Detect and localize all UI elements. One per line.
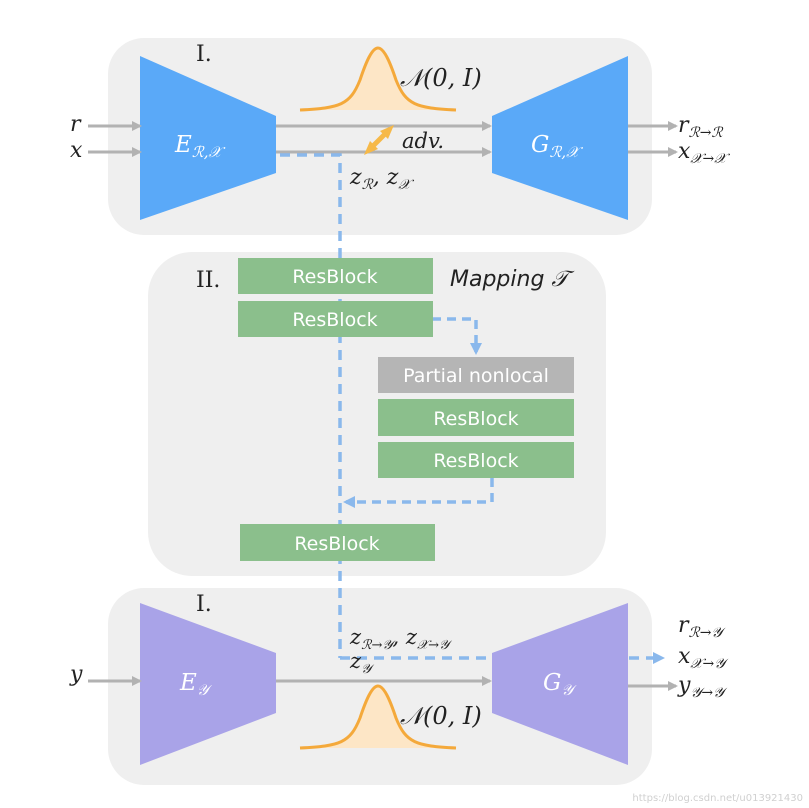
resblock-1 (238, 258, 433, 294)
watermark: https://blog.csdn.net/u013921430 (632, 793, 803, 804)
partial-nonlocal-label: Partial nonlocal (403, 365, 549, 387)
resblock-3 (378, 399, 574, 436)
output-r-r-label: rℛ→ℛ (678, 113, 723, 141)
normal-curve-top (299, 46, 457, 112)
output-r-y-label: rℛ→𝒴 (678, 613, 726, 641)
encoder-y (140, 603, 276, 765)
panel-bottom-label: I. (196, 592, 212, 617)
adv-label: adv. (402, 129, 444, 153)
generator-y (492, 603, 628, 765)
partial-nonlocal-block (378, 357, 574, 393)
resblock-2-label: ResBlock (292, 309, 377, 331)
dashed-flow-branch-out (432, 317, 482, 355)
panel-middle-label: II. (196, 268, 220, 293)
generator-r-x (492, 56, 628, 220)
input-x-label: x (70, 138, 83, 163)
resblock-5 (240, 524, 435, 561)
normal-curve-bottom (299, 684, 457, 750)
panel-top-label: I. (196, 42, 212, 67)
dashed-flow-main (280, 153, 342, 658)
resblock-1-label: ResBlock (292, 266, 377, 288)
resblock-5-label: ResBlock (294, 533, 379, 555)
mapped-latent-label: zℛ→𝒴, z𝒳→𝒴 (349, 625, 453, 653)
resblock-2 (238, 301, 433, 337)
normal-curve-top-fill (300, 48, 456, 110)
output-y-y-label: y𝒴→𝒴 (677, 673, 728, 701)
output-x-y-label: x𝒳→𝒴 (678, 644, 729, 672)
adv-arrow-icon (364, 125, 394, 155)
generator-r-x-label: Gℛ,𝒳 (531, 132, 583, 161)
resblock-3-label: ResBlock (433, 408, 518, 430)
normal-label-top: 𝒩(0, I) (400, 64, 482, 92)
input-y-label: y (69, 662, 83, 687)
input-r-label: r (70, 112, 82, 137)
output-x-x-label: x𝒳→𝒳 (678, 139, 730, 167)
normal-curve-bottom-fill (300, 686, 456, 748)
latent-label-top: zℛ, z𝒳 (349, 165, 414, 193)
mapping-label: Mapping 𝒯 (450, 267, 575, 292)
resblock-4-label: ResBlock (433, 450, 518, 472)
normal-label-bottom: 𝒩(0, I) (400, 702, 482, 730)
resblock-4 (378, 442, 574, 478)
encoder-r-x-label: Eℛ,𝒳 (174, 132, 226, 161)
dashed-flow-branch-in (343, 478, 494, 508)
encoder-r-x (140, 56, 276, 220)
